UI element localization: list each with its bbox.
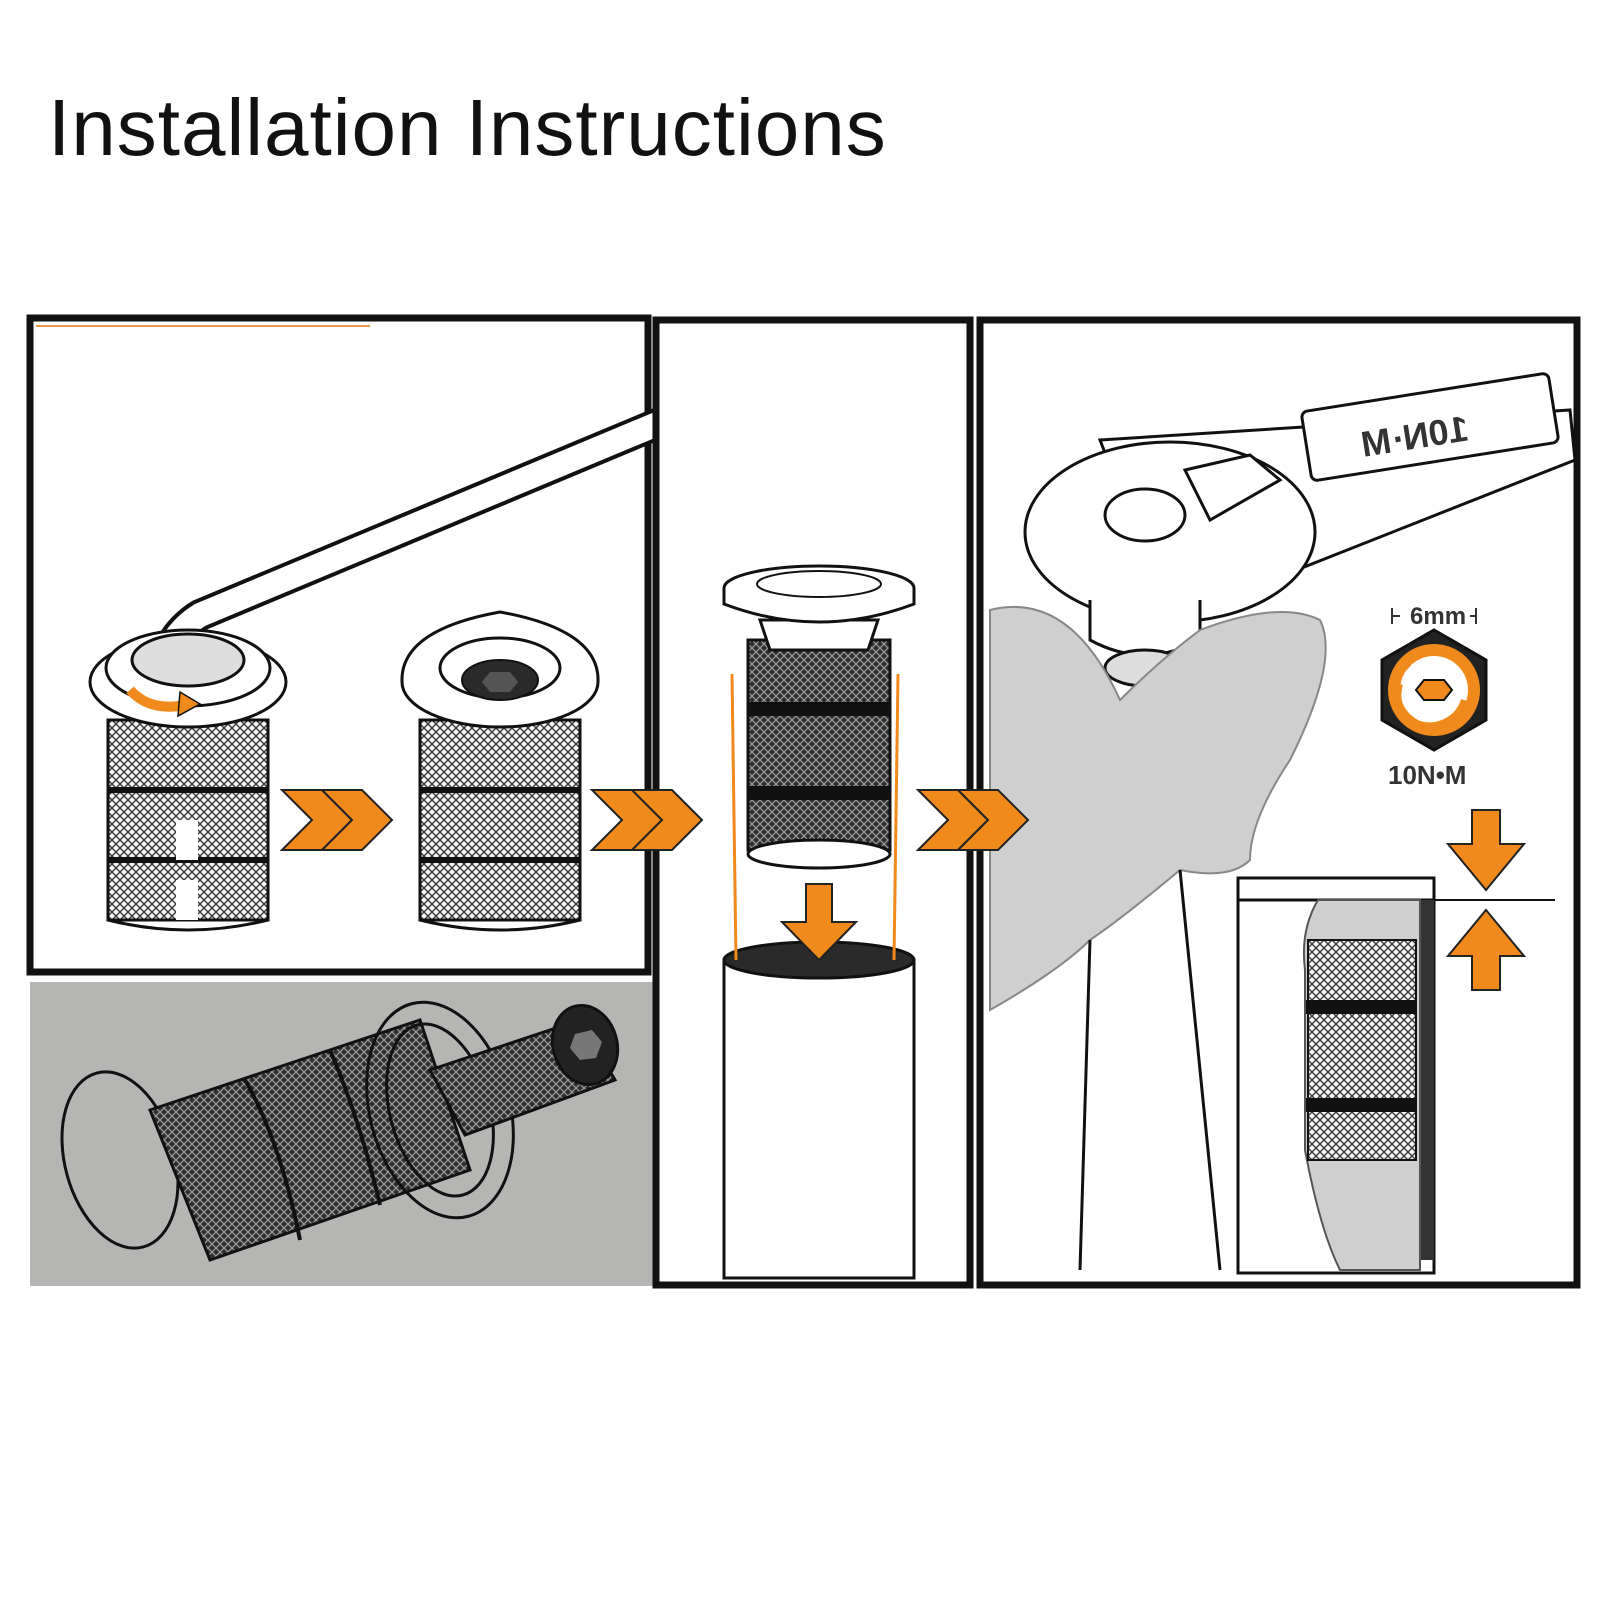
expander-plug-closed	[400, 610, 600, 932]
section-view	[1236, 809, 1555, 1275]
glove-hand	[989, 605, 1327, 1012]
rotation-arrows-icon	[1395, 648, 1467, 729]
hex-socket-icon	[482, 672, 518, 692]
panel-step-3: 10N·M 6mm 10N•M	[917, 316, 1581, 1289]
torque-wrench: 10N·M	[1023, 372, 1577, 688]
down-arrow-icon	[779, 883, 859, 962]
panel-step-2	[591, 316, 974, 1289]
expander-plug-open	[88, 628, 288, 932]
exploded-view	[30, 982, 654, 1286]
torque-spec-icon: 6mm 10N•M	[1380, 603, 1488, 790]
press-arrow-icon	[1445, 809, 1527, 991]
hex-size-label: 6mm	[1410, 603, 1466, 630]
torque-label: 10N•M	[1388, 760, 1466, 790]
panel-step-1	[26, 314, 884, 976]
page-title: Installation Instructions	[48, 83, 887, 172]
